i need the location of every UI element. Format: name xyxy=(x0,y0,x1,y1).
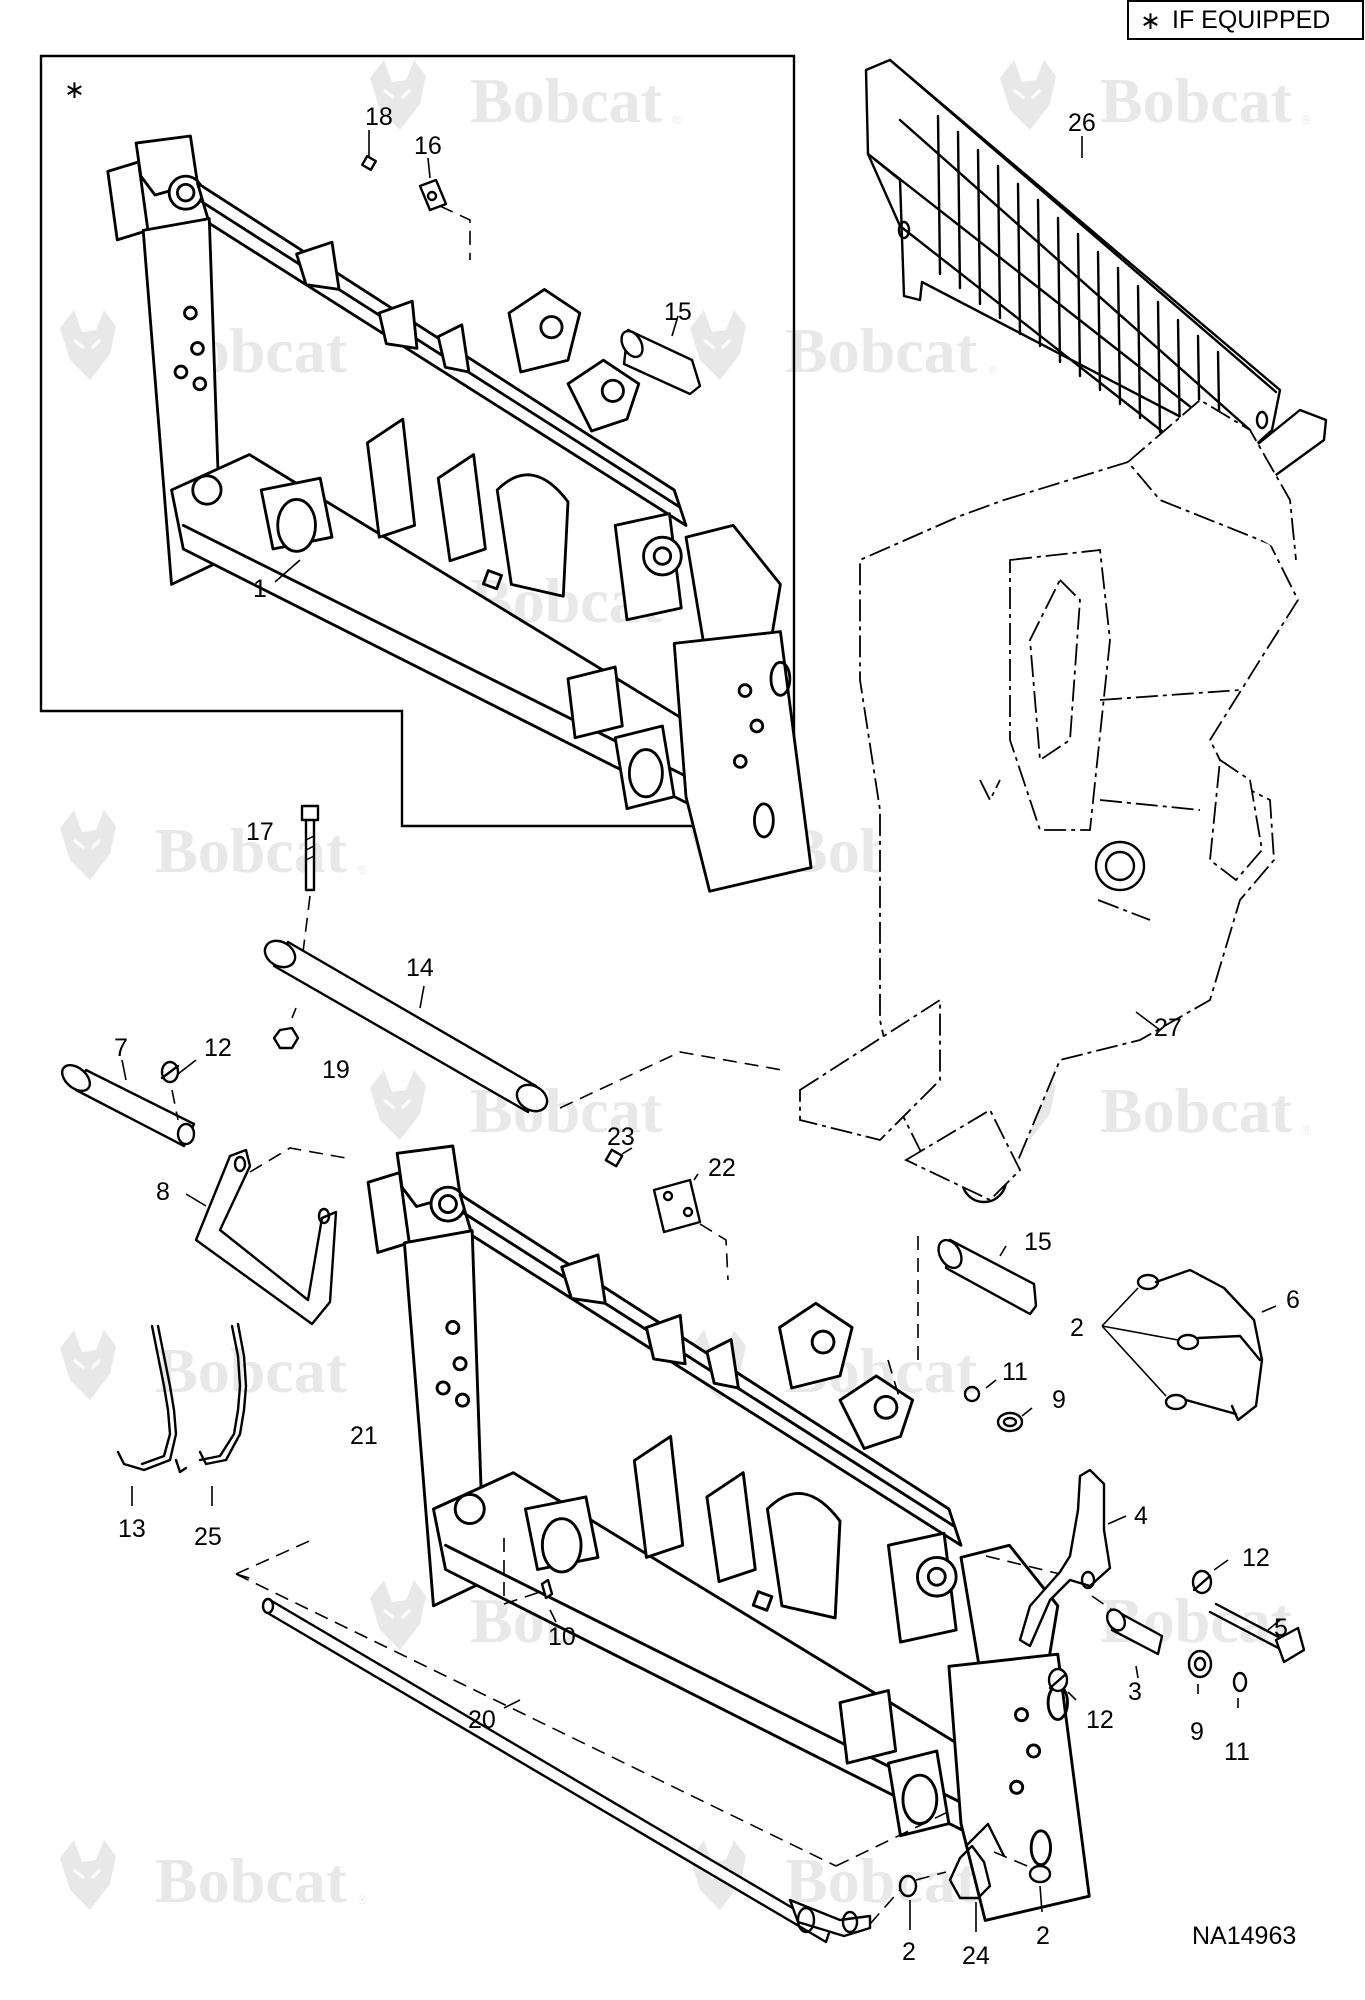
callout-18: 18 xyxy=(365,103,393,131)
watermark-text: Bobcat xyxy=(155,815,348,886)
callout-12-left: 12 xyxy=(204,1034,232,1062)
inset-star-marker: ∗ xyxy=(64,76,85,104)
pin-icon xyxy=(263,939,549,1114)
svg-text:®: ® xyxy=(1302,113,1311,127)
callout-2-left: 2 xyxy=(902,1938,916,1966)
callout-12-right: 12 xyxy=(1242,1544,1270,1572)
callout-8: 8 xyxy=(156,1178,170,1206)
callout-26: 26 xyxy=(1068,109,1096,137)
callout-3: 3 xyxy=(1128,1678,1142,1706)
watermark-text: Bobcat xyxy=(1100,65,1293,136)
clip-icon xyxy=(1047,1667,1069,1693)
watermark-text: Bobcat xyxy=(785,315,978,386)
callout-24: 24 xyxy=(962,1942,990,1970)
callout-11-lower: 11 xyxy=(1224,1738,1250,1766)
callout-21: 21 xyxy=(350,1422,378,1450)
callout-25: 25 xyxy=(194,1523,222,1551)
clip-icon xyxy=(160,1060,180,1084)
callout-19: 19 xyxy=(322,1056,350,1084)
watermark-text: Bobcat xyxy=(470,65,663,136)
watermark-text: Bobcat xyxy=(1100,1075,1293,1146)
roll-pin-icon xyxy=(540,1578,554,1600)
callout-6: 6 xyxy=(1286,1286,1300,1314)
callout-10: 10 xyxy=(548,1623,576,1651)
lock-plate-icon xyxy=(418,178,448,212)
pin-icon xyxy=(937,1238,1038,1316)
callout-22: 22 xyxy=(708,1154,736,1182)
lever-icon xyxy=(1018,1468,1112,1648)
chain-icon xyxy=(198,1322,248,1466)
ring-icon xyxy=(898,1864,1052,1898)
if-equipped-legend: ∗ IF EQUIPPED xyxy=(1127,0,1364,40)
callout-16: 16 xyxy=(414,132,442,160)
callout-1: 1 xyxy=(253,575,267,603)
callout-12-lower: 12 xyxy=(1086,1706,1114,1734)
nut-icon xyxy=(272,1026,300,1050)
ring-icon xyxy=(1136,1273,1200,1411)
callout-2-right: 2 xyxy=(1036,1922,1050,1950)
svg-text:®: ® xyxy=(358,863,367,877)
legend-text: IF EQUIPPED xyxy=(1172,6,1330,34)
callout-15-main: 15 xyxy=(1024,1228,1052,1256)
callout-20: 20 xyxy=(468,1706,496,1734)
svg-text:®: ® xyxy=(988,363,997,377)
callout-7: 7 xyxy=(114,1034,128,1062)
watermark-text: Bobcat xyxy=(155,1335,348,1406)
bolt-icon xyxy=(604,1148,624,1168)
attachment-frame-icon xyxy=(106,134,813,893)
callout-9-lower: 9 xyxy=(1190,1718,1204,1746)
boom-icon xyxy=(799,398,1300,1204)
chain-icon xyxy=(948,1822,1006,1900)
washer-icon xyxy=(1187,1649,1248,1693)
pin-icon xyxy=(60,1063,196,1148)
bolt-icon xyxy=(360,154,378,172)
watermark-text: Bobcat xyxy=(155,1845,348,1916)
lock-plate-icon xyxy=(652,1178,702,1234)
svg-text:®: ® xyxy=(672,113,681,127)
callout-2-lanyard: 2 xyxy=(1070,1314,1084,1342)
chain-icon xyxy=(116,1324,188,1474)
callout-17: 17 xyxy=(246,818,274,846)
callout-27: 27 xyxy=(1154,1014,1182,1042)
callout-5: 5 xyxy=(1274,1614,1288,1642)
washer-icon xyxy=(963,1385,1024,1433)
rod-icon xyxy=(261,1597,872,1944)
svg-text:®: ® xyxy=(1302,1123,1311,1137)
pin-icon xyxy=(1208,1602,1306,1664)
lanyard-icon xyxy=(1154,1268,1264,1422)
pin-icon xyxy=(1105,1608,1164,1656)
callout-14: 14 xyxy=(406,954,434,982)
callout-15: 15 xyxy=(664,298,692,326)
callout-9-upper: 9 xyxy=(1052,1386,1066,1414)
callout-11-upper: 11 xyxy=(1002,1358,1028,1386)
callouts: 1 18 16 15 26 27 17 14 19 7 12 8 23 22 1… xyxy=(114,103,1300,1970)
star-marker: ∗ xyxy=(1140,7,1161,35)
clip-icon xyxy=(1191,1569,1213,1595)
bracket-icon xyxy=(194,1148,338,1326)
callout-23: 23 xyxy=(607,1123,635,1151)
callout-4: 4 xyxy=(1134,1502,1148,1530)
pin-icon xyxy=(620,328,702,396)
callout-13: 13 xyxy=(118,1515,146,1543)
svg-text:®: ® xyxy=(358,1893,367,1907)
bolt-icon xyxy=(300,804,320,892)
drawing-id: NA14963 xyxy=(1192,1922,1296,1950)
inset-border xyxy=(39,54,796,828)
